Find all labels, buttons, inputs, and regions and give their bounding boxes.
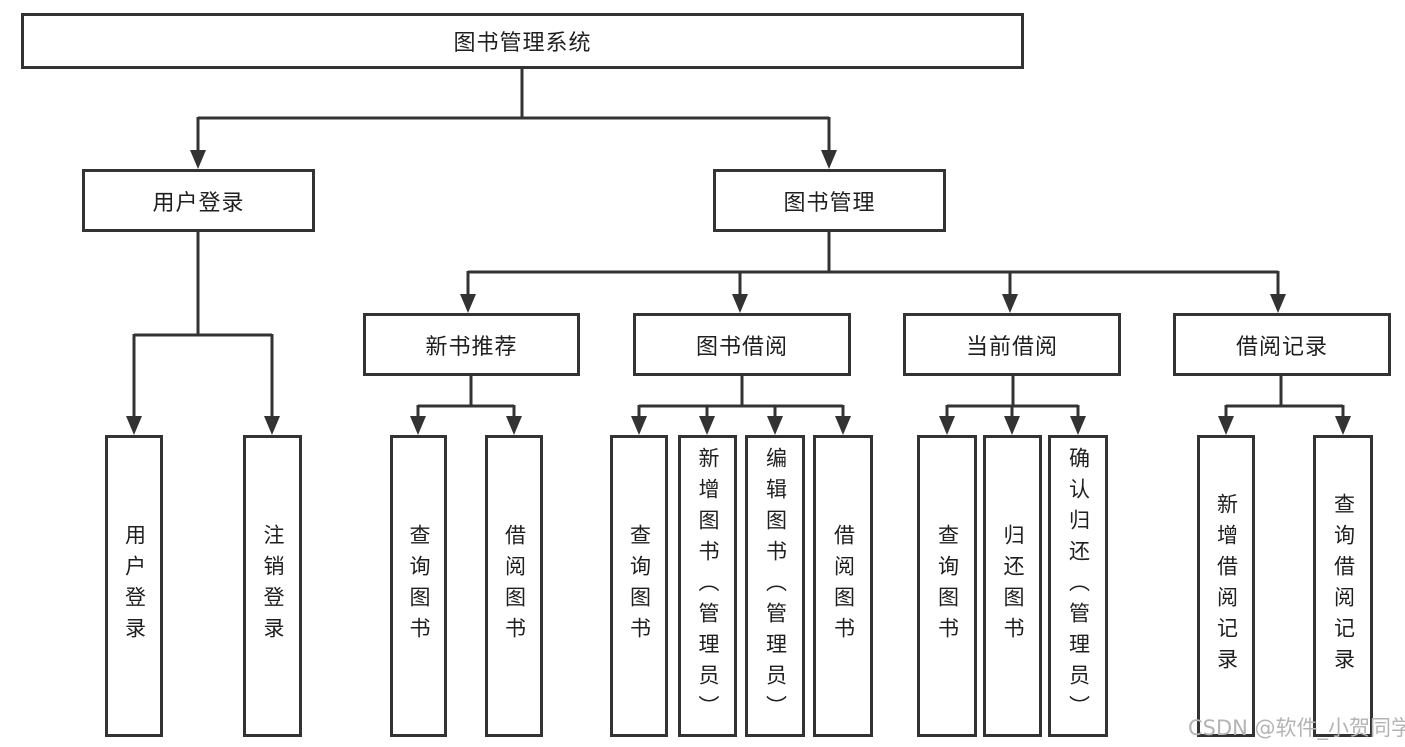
node-book-borrow: 图书借阅	[633, 313, 851, 376]
node-user-login: 用户登录	[82, 169, 315, 232]
node-label: 用户登录	[152, 190, 245, 216]
leaf-query-books-current: 查询图书	[917, 435, 977, 737]
node-label: 借阅图书	[831, 524, 856, 648]
leaf-query-books-borrow: 查询图书	[610, 435, 668, 737]
leaf-user-login: 用户登录	[105, 435, 163, 737]
leaf-logout: 注销登录	[243, 435, 302, 737]
leaf-borrow-books-recommend: 借阅图书	[485, 435, 543, 737]
leaf-add-books-admin: 新增图书（管理员）	[678, 435, 737, 737]
node-label: 确认归还（管理员）	[1066, 446, 1091, 726]
node-label: 查询图书	[935, 524, 960, 648]
leaf-return-books: 归还图书	[983, 435, 1042, 737]
leaf-edit-books-admin: 编辑图书（管理员）	[745, 435, 805, 737]
leaf-query-books-recommend: 查询图书	[390, 435, 447, 737]
node-current-borrow: 当前借阅	[903, 313, 1121, 376]
leaf-query-borrow-record: 查询借阅记录	[1313, 435, 1373, 737]
node-label: 当前借阅	[965, 334, 1058, 360]
node-label: 借阅记录	[1235, 334, 1328, 360]
node-label: 查询图书	[627, 524, 652, 648]
node-book-management: 图书管理	[713, 169, 946, 232]
node-label: 查询借阅记录	[1331, 493, 1356, 679]
node-label: 图书管理	[783, 190, 876, 216]
leaf-borrow-books: 借阅图书	[813, 435, 873, 737]
node-label: 编辑图书（管理员）	[763, 446, 788, 726]
leaf-confirm-return-admin: 确认归还（管理员）	[1048, 435, 1108, 737]
node-label: 图书借阅	[695, 334, 788, 360]
node-label: 新增图书（管理员）	[696, 446, 720, 726]
arrowhead-icons	[126, 150, 1351, 435]
node-label: 用户登录	[122, 524, 147, 648]
node-label: 归还图书	[1001, 524, 1025, 648]
node-library-management-system: 图书管理系统	[21, 13, 1024, 69]
leaf-add-borrow-record: 新增借阅记录	[1197, 435, 1255, 737]
node-label: 注销登录	[261, 524, 285, 648]
csdn-watermark: CSDN @软件_小贺同学	[1188, 716, 1405, 740]
node-label: 新书推荐	[425, 334, 518, 360]
node-borrow-record: 借阅记录	[1173, 313, 1391, 376]
node-label: 图书管理系统	[453, 31, 592, 56]
node-new-book-recommend: 新书推荐	[363, 313, 580, 376]
node-label: 新增借阅记录	[1214, 493, 1239, 679]
node-label: 借阅图书	[502, 524, 527, 648]
node-label: 查询图书	[407, 524, 431, 648]
